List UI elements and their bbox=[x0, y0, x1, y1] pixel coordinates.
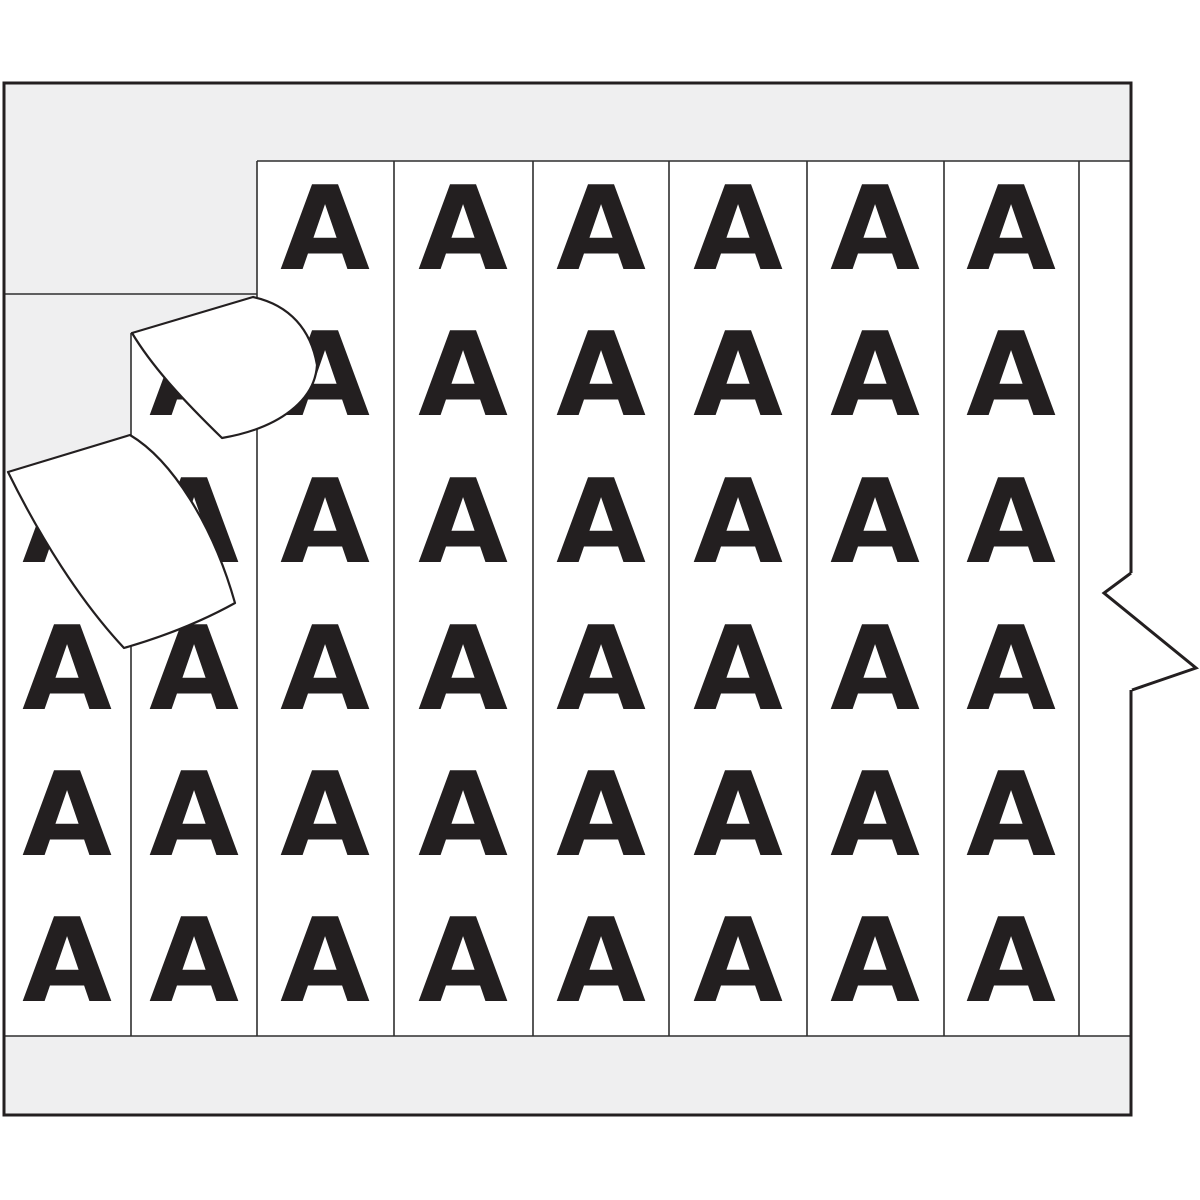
marker-letter: A bbox=[830, 748, 920, 883]
marker-letter: A bbox=[149, 748, 239, 883]
marker-letter: A bbox=[693, 308, 783, 443]
marker-letter: A bbox=[418, 602, 508, 737]
marker-letter: A bbox=[830, 308, 920, 443]
marker-letter: A bbox=[556, 455, 646, 590]
marker-letter: A bbox=[966, 162, 1056, 297]
marker-letter: A bbox=[830, 602, 920, 737]
marker-letter: A bbox=[418, 308, 508, 443]
peeled-label-upper bbox=[130, 295, 319, 440]
peeled-label-lower bbox=[6, 433, 237, 650]
marker-letter: A bbox=[418, 748, 508, 883]
marker-letter: A bbox=[418, 162, 508, 297]
marker-letter: A bbox=[693, 894, 783, 1029]
card-border bbox=[2, 81, 1133, 1117]
marker-letter: A bbox=[556, 602, 646, 737]
marker-letter: A bbox=[693, 748, 783, 883]
marker-letter: A bbox=[280, 602, 370, 737]
marker-letter: A bbox=[149, 894, 239, 1029]
marker-letter: A bbox=[966, 748, 1056, 883]
marker-letter: A bbox=[556, 162, 646, 297]
marker-letter: A bbox=[280, 894, 370, 1029]
marker-letter: A bbox=[966, 308, 1056, 443]
pull-tab-notch bbox=[1101, 571, 1200, 692]
marker-letter: A bbox=[830, 162, 920, 297]
marker-letter: A bbox=[693, 162, 783, 297]
marker-letter: A bbox=[966, 455, 1056, 590]
marker-letter: A bbox=[556, 748, 646, 883]
marker-letter: A bbox=[22, 894, 112, 1029]
marker-letter: A bbox=[830, 455, 920, 590]
marker-letter: A bbox=[22, 602, 112, 737]
marker-letter: A bbox=[418, 455, 508, 590]
marker-letter: A bbox=[280, 455, 370, 590]
marker-letter: A bbox=[693, 602, 783, 737]
marker-letter: A bbox=[418, 894, 508, 1029]
marker-letter: A bbox=[556, 894, 646, 1029]
strip-area-main bbox=[257, 161, 1131, 1036]
marker-letter: A bbox=[966, 602, 1056, 737]
die-cut-lines bbox=[4, 160, 1131, 1037]
marker-letter: A bbox=[830, 894, 920, 1029]
marker-letter: A bbox=[556, 308, 646, 443]
marker-letter: A bbox=[280, 162, 370, 297]
marker-letter: A bbox=[280, 748, 370, 883]
marker-letter: A bbox=[22, 748, 112, 883]
marker-letter: A bbox=[693, 455, 783, 590]
marker-letter: A bbox=[966, 894, 1056, 1029]
